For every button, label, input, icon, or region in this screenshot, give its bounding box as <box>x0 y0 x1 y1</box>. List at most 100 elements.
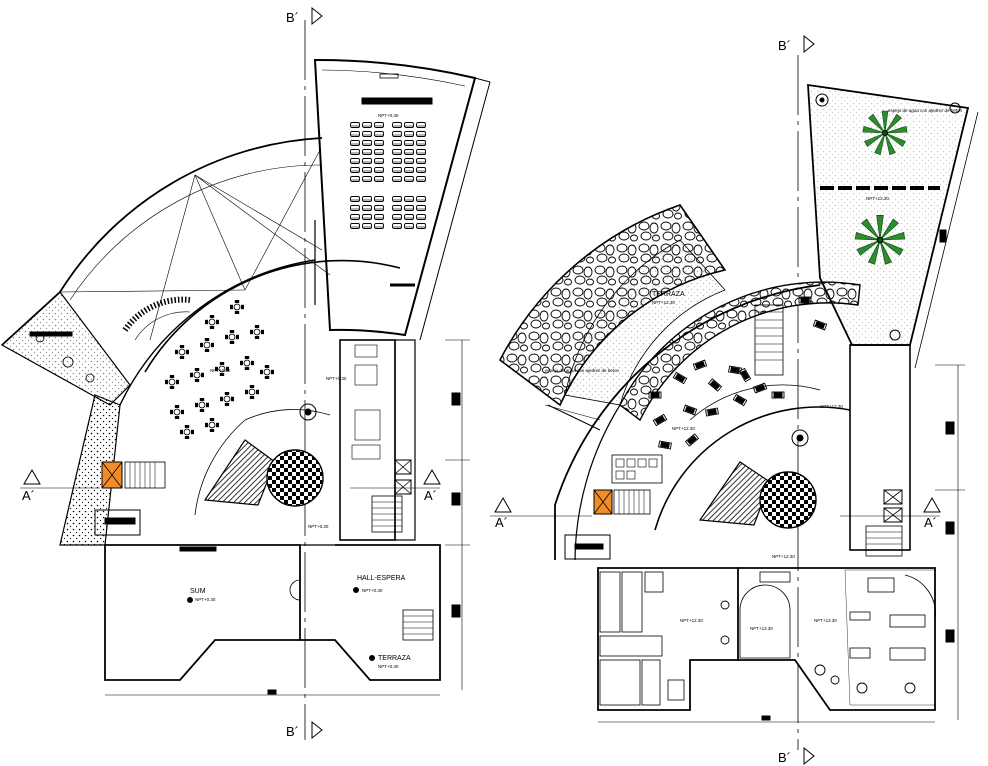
seat-icon <box>392 214 402 220</box>
table-icon <box>200 338 214 352</box>
seat-icon <box>374 122 384 128</box>
seat-icon <box>392 131 402 137</box>
seat-icon <box>416 176 426 182</box>
table-icon <box>225 330 239 344</box>
furniture-icon <box>728 365 742 375</box>
furniture-icon <box>672 371 688 385</box>
furniture-icon <box>732 393 748 407</box>
right-outer-arc-wall <box>554 284 821 560</box>
seat-icon <box>362 214 372 220</box>
seat-icon <box>416 214 426 220</box>
lower-block-left <box>104 544 301 681</box>
furniture-icon <box>684 433 700 447</box>
seat-icon <box>416 131 426 137</box>
table-icon <box>230 300 244 314</box>
hatched-wedge-right <box>698 461 771 526</box>
note-espejo-agua: espejo de agua con ajedrez de beton <box>545 368 620 373</box>
seat-icon <box>416 149 426 155</box>
section-mark-b-top-right: B´ <box>778 38 791 53</box>
furniture-icon <box>648 391 662 399</box>
seat-icon <box>416 196 426 202</box>
seat-icon <box>374 196 384 202</box>
level-gallery: NPT+12.30 <box>672 426 695 431</box>
furniture-icon <box>752 382 768 394</box>
seat-icon <box>404 223 414 229</box>
section-mark-a-right-right-plan: A´ <box>924 515 937 530</box>
seat-icon <box>374 149 384 155</box>
level-corridor-left: NPT+0.30 <box>326 376 347 381</box>
seat-icon <box>392 122 402 128</box>
terraza-open-area <box>564 239 726 406</box>
level-corridor-right: NPT+12.30 <box>820 404 843 409</box>
seat-icon <box>374 223 384 229</box>
seat-icon <box>350 149 360 155</box>
section-mark-b-bottom-right: B´ <box>778 750 791 765</box>
seat-icon <box>416 140 426 146</box>
furniture-icon <box>658 440 672 450</box>
seat-icon <box>374 214 384 220</box>
furniture-icon <box>771 391 785 399</box>
seat-icon <box>350 205 360 211</box>
section-mark-b-top-left: B´ <box>286 10 299 25</box>
room-label-terraza-left: TERRAZA <box>378 655 411 662</box>
section-mark-b-bottom-left: B´ <box>286 724 299 739</box>
furniture-icon <box>798 296 812 304</box>
seat-icon <box>392 167 402 173</box>
seat-icon <box>392 223 402 229</box>
seat-icon <box>404 167 414 173</box>
seat-icon <box>404 122 414 128</box>
seat-icon <box>392 149 402 155</box>
seat-icon <box>350 223 360 229</box>
level-meeting: NPT+12.30 <box>750 626 773 631</box>
section-mark-a-left-right-plan: A´ <box>495 515 508 530</box>
seat-icon <box>392 140 402 146</box>
seat-icon <box>416 205 426 211</box>
level-entry-right: NPT+12.30 <box>814 618 837 623</box>
seat-icon <box>362 205 372 211</box>
seat-icon <box>350 167 360 173</box>
seat-icon <box>404 205 414 211</box>
right-floor-plan <box>498 55 979 750</box>
seat-icon <box>404 140 414 146</box>
seat-icon <box>404 176 414 182</box>
table-icon <box>260 365 274 379</box>
furniture-icon <box>682 404 698 416</box>
table-icon <box>175 345 189 359</box>
circular-court-left <box>266 449 324 507</box>
seat-icon <box>374 140 384 146</box>
seat-icon <box>350 158 360 164</box>
spiral-stair <box>122 296 191 332</box>
seat-icon <box>362 167 372 173</box>
seat-icon <box>404 214 414 220</box>
room-label-sum: SUM <box>190 588 206 595</box>
table-icon <box>165 375 179 389</box>
seat-icon <box>362 196 372 202</box>
left-floor-plan <box>0 20 491 740</box>
room-label-terraza-right: TERRAZA <box>652 291 685 298</box>
furniture-icon <box>738 367 752 383</box>
seat-icon <box>416 167 426 173</box>
seat-icon <box>362 223 372 229</box>
table-icon <box>170 405 184 419</box>
level-cafe: NPT+0.30 <box>210 368 231 373</box>
seat-icon <box>374 176 384 182</box>
section-mark-a-right: A´ <box>424 488 437 503</box>
seat-icon <box>404 196 414 202</box>
auditorium-seats <box>350 122 426 229</box>
table-icon <box>205 315 219 329</box>
auditorium-wedge <box>313 58 477 337</box>
level-lobby: NPT+12.30 <box>772 554 795 559</box>
right-inner-curved-wall <box>654 406 851 531</box>
seat-icon <box>404 149 414 155</box>
gallery-furniture <box>648 296 828 450</box>
hatched-wedge-left <box>203 439 276 506</box>
level-terraza-left: NPT+0.30 <box>378 664 399 669</box>
seat-icon <box>362 176 372 182</box>
furniture-icon <box>707 378 723 392</box>
seat-icon <box>350 140 360 146</box>
table-icon <box>245 385 259 399</box>
level-garden: NPT+12.30 <box>866 196 889 201</box>
seat-icon <box>392 196 402 202</box>
furniture-icon <box>692 359 708 371</box>
note-garden: espejo de agua con ajedrez de beton <box>888 108 963 113</box>
